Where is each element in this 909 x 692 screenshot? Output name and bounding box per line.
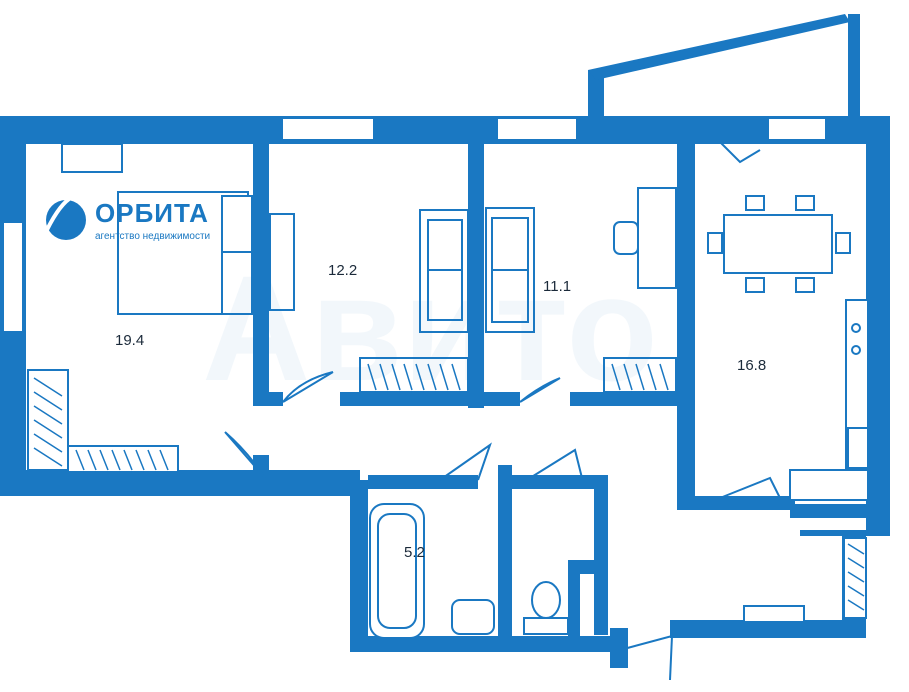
windows bbox=[2, 117, 827, 333]
room-area-bathroom: 5.2 bbox=[404, 544, 425, 561]
room-area-kitchen: 16.8 bbox=[737, 357, 767, 374]
watermark: Авито bbox=[202, 244, 658, 412]
orbit-logo-icon bbox=[42, 192, 94, 240]
room-area-bedroom-right: 11.1 bbox=[543, 278, 572, 295]
bedroom-middle-furniture bbox=[269, 209, 469, 393]
kitchen-furniture bbox=[707, 195, 869, 623]
bedroom-left-furniture bbox=[27, 143, 253, 473]
room-area-bedroom-left: 19.4 bbox=[115, 332, 145, 349]
logo-name: ОРБИТА bbox=[95, 198, 209, 228]
doors bbox=[224, 141, 781, 681]
room-area-bedroom-middle: 12.2 bbox=[328, 262, 358, 279]
bathroom-fixtures bbox=[369, 503, 569, 639]
interior-walls bbox=[253, 140, 866, 645]
logo-tagline: агентство недвижимости bbox=[95, 231, 211, 242]
bedroom-right-furniture bbox=[485, 187, 677, 393]
